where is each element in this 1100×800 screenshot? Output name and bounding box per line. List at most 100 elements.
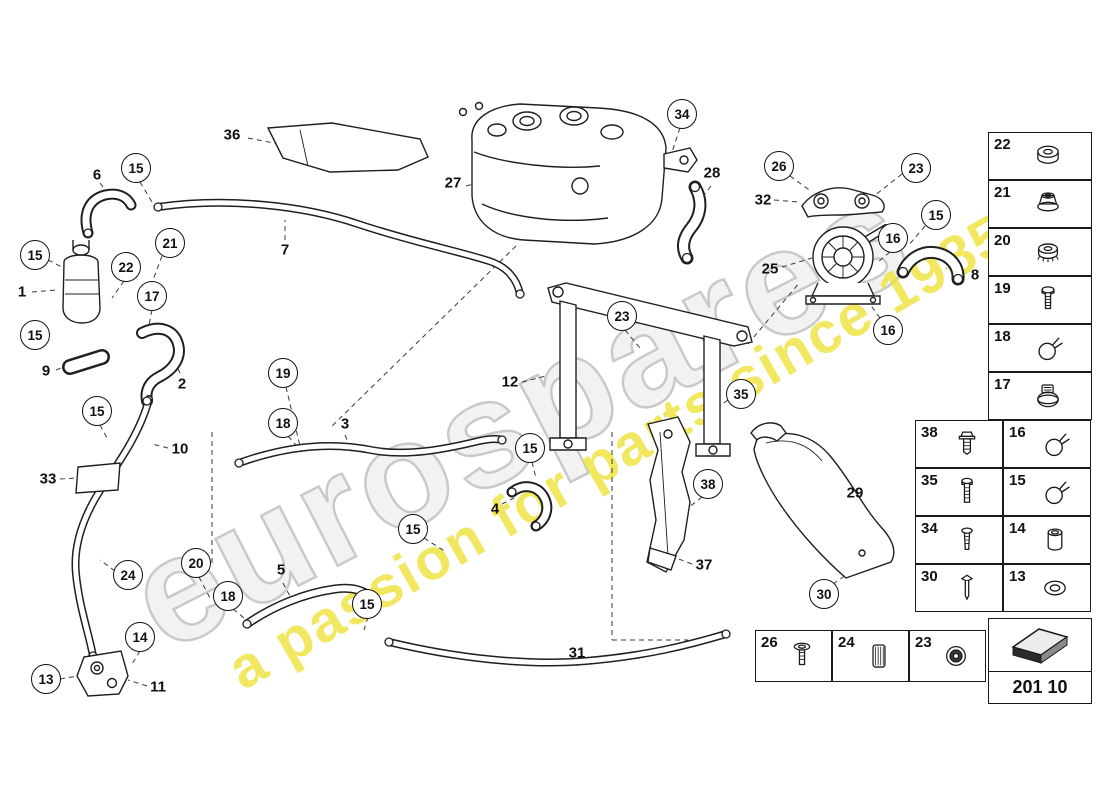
part-number: 24 xyxy=(838,634,855,651)
callout-15[interactable]: 15 xyxy=(20,320,50,350)
callout-14[interactable]: 14 xyxy=(125,622,155,652)
lock-nut-icon xyxy=(1011,235,1086,269)
callout-16[interactable]: 16 xyxy=(873,315,903,345)
callout-20[interactable]: 20 xyxy=(181,548,211,578)
callout-15[interactable]: 15 xyxy=(398,514,428,544)
part-number: 21 xyxy=(994,184,1011,201)
fastener-table: 26 24 23 xyxy=(755,630,986,682)
part-number: 23 xyxy=(915,634,932,651)
part-label-2[interactable]: 2 xyxy=(177,375,187,393)
callout-23[interactable]: 23 xyxy=(901,153,931,183)
parts-table-cell-35[interactable]: 35 xyxy=(915,468,1003,516)
callout-38[interactable]: 38 xyxy=(693,469,723,499)
parts-table-cell-14[interactable]: 14 xyxy=(1003,516,1091,564)
part-label-25[interactable]: 25 xyxy=(761,260,779,278)
long-bolt-icon xyxy=(938,475,997,509)
part-number: 13 xyxy=(1009,568,1026,585)
page-code: 201 10 xyxy=(988,671,1092,704)
parts-table-cell-30[interactable]: 30 xyxy=(915,564,1003,612)
flange-bolt-icon xyxy=(938,427,997,461)
parts-table-cell-21[interactable]: 21 xyxy=(988,180,1092,228)
part-number: 18 xyxy=(994,328,1011,345)
callout-15[interactable]: 15 xyxy=(352,589,382,619)
callout-34[interactable]: 34 xyxy=(667,99,697,129)
callout-30[interactable]: 30 xyxy=(809,579,839,609)
parts-table-cell-26[interactable]: 26 xyxy=(755,630,832,682)
hose-clamp-icon xyxy=(1026,427,1085,461)
part-number: 15 xyxy=(1009,472,1026,489)
parts-table-cell-24[interactable]: 24 xyxy=(832,630,909,682)
callout-35[interactable]: 35 xyxy=(726,379,756,409)
parts-table-cell-23[interactable]: 23 xyxy=(909,630,986,682)
part-label-4[interactable]: 4 xyxy=(490,500,500,518)
part-number: 35 xyxy=(921,472,938,489)
parts-table-cell-18[interactable]: 18 xyxy=(988,324,1092,372)
flange-nut-icon xyxy=(1011,187,1086,221)
rivet-icon xyxy=(938,571,997,605)
part-label-27[interactable]: 27 xyxy=(444,174,462,192)
part-label-10[interactable]: 10 xyxy=(171,440,189,458)
bushing-icon xyxy=(855,639,903,673)
part-number: 38 xyxy=(921,424,938,441)
callout-18[interactable]: 18 xyxy=(213,581,243,611)
section-arrow-box xyxy=(988,618,1092,672)
callout-15[interactable]: 15 xyxy=(82,396,112,426)
part-label-12[interactable]: 12 xyxy=(501,373,519,391)
part-number: 19 xyxy=(994,280,1011,297)
part-label-7[interactable]: 7 xyxy=(280,241,290,259)
parts-table-cell-13[interactable]: 13 xyxy=(1003,564,1091,612)
part-label-8[interactable]: 8 xyxy=(970,266,980,284)
washer-icon xyxy=(1026,571,1085,605)
callout-18[interactable]: 18 xyxy=(268,408,298,438)
callout-21[interactable]: 21 xyxy=(155,228,185,258)
callout-15[interactable]: 15 xyxy=(121,153,151,183)
callout-24[interactable]: 24 xyxy=(113,560,143,590)
callout-16[interactable]: 16 xyxy=(878,223,908,253)
parts-table-cell-16[interactable]: 16 xyxy=(1003,420,1091,468)
hose-clamp-icon xyxy=(1011,331,1086,365)
callout-26[interactable]: 26 xyxy=(764,151,794,181)
direction-arrow-icon xyxy=(1005,621,1075,670)
part-label-33[interactable]: 33 xyxy=(39,470,57,488)
part-label-28[interactable]: 28 xyxy=(703,164,721,182)
parts-table-cell-38[interactable]: 38 xyxy=(915,420,1003,468)
part-label-5[interactable]: 5 xyxy=(276,561,286,579)
part-number: 17 xyxy=(994,376,1011,393)
parts-table-cell-20[interactable]: 20 xyxy=(988,228,1092,276)
band-clamp-icon xyxy=(1011,379,1086,413)
part-label-36[interactable]: 36 xyxy=(223,126,241,144)
callout-17[interactable]: 17 xyxy=(137,281,167,311)
hose-clamp-icon xyxy=(1026,475,1085,509)
callout-22[interactable]: 22 xyxy=(111,252,141,282)
parts-table-cell-22[interactable]: 22 xyxy=(988,132,1092,180)
part-label-3[interactable]: 3 xyxy=(340,415,350,433)
callout-23[interactable]: 23 xyxy=(607,301,637,331)
small-screw-icon xyxy=(938,523,997,557)
callout-13[interactable]: 13 xyxy=(31,664,61,694)
parts-table-cell-34[interactable]: 34 xyxy=(915,516,1003,564)
part-label-1[interactable]: 1 xyxy=(17,283,27,301)
parts-table-cell-19[interactable]: 19 xyxy=(988,276,1092,324)
parts-table-cell-15[interactable]: 15 xyxy=(1003,468,1091,516)
part-number: 20 xyxy=(994,232,1011,249)
parts-table-double-column: 38 16 35 15 34 14 30 13 xyxy=(915,420,1091,612)
screw-icon xyxy=(1011,283,1086,317)
callout-15[interactable]: 15 xyxy=(20,240,50,270)
part-label-37[interactable]: 37 xyxy=(695,556,713,574)
callout-19[interactable]: 19 xyxy=(268,358,298,388)
part-label-31[interactable]: 31 xyxy=(568,644,586,662)
callout-15[interactable]: 15 xyxy=(921,200,951,230)
callout-15[interactable]: 15 xyxy=(515,433,545,463)
part-label-11[interactable]: 11 xyxy=(150,678,166,696)
part-label-32[interactable]: 32 xyxy=(754,191,772,209)
part-label-9[interactable]: 9 xyxy=(41,362,51,380)
screw-washer-icon xyxy=(778,639,826,673)
part-label-29[interactable]: 29 xyxy=(846,484,864,502)
part-label-6[interactable]: 6 xyxy=(92,166,102,184)
sleeve-icon xyxy=(1026,523,1085,557)
parts-table-cell-17[interactable]: 17 xyxy=(988,372,1092,420)
part-number: 34 xyxy=(921,520,938,537)
part-number: 26 xyxy=(761,634,778,651)
part-number: 14 xyxy=(1009,520,1026,537)
